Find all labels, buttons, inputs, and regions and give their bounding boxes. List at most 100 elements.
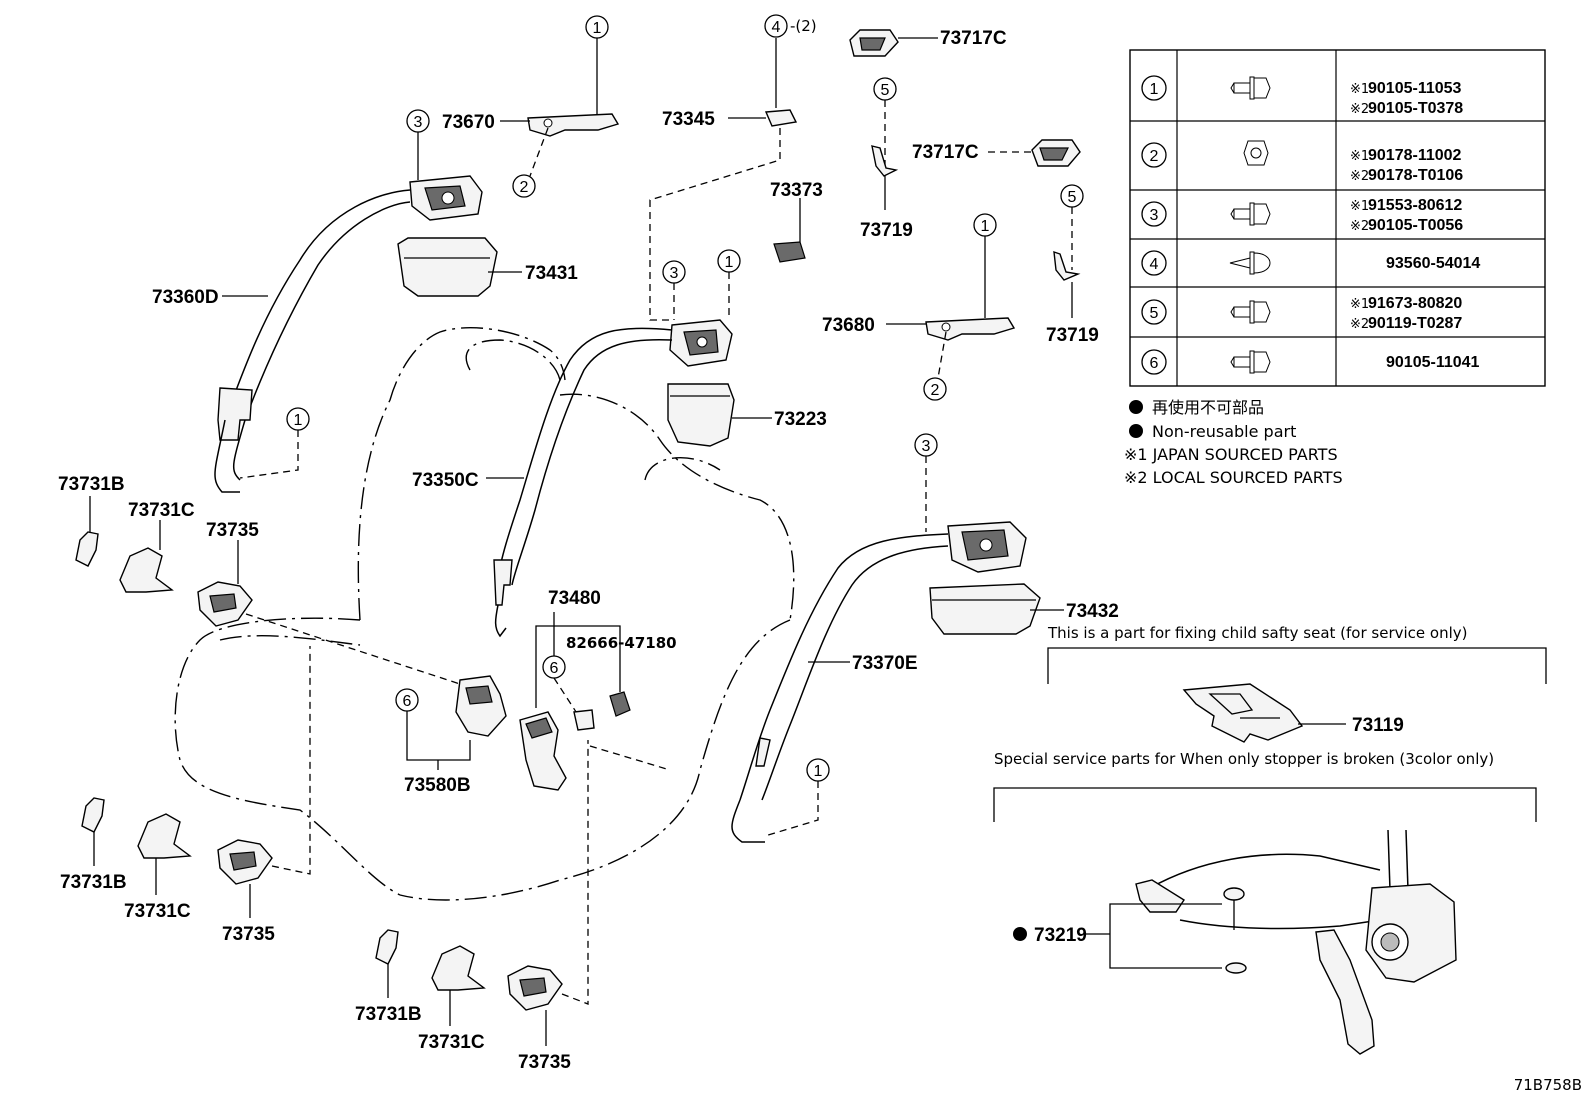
label-73719: 73719 <box>860 220 913 241</box>
label-73345: 73345 <box>662 109 715 130</box>
label-73735: 73735 <box>222 924 275 945</box>
non-reusable-dot-icon <box>1013 927 1027 941</box>
callout-1-text: 1 <box>725 254 734 271</box>
label-73731b: 73731B <box>58 474 125 495</box>
svg-text:※2: ※2 <box>1350 219 1369 234</box>
svg-text:90178-T0106: 90178-T0106 <box>1368 167 1463 184</box>
legend: 再使用不可部品 Non-reusable part ※1 JAPAN SOURC… <box>1124 398 1343 487</box>
label-73717c: 73717C <box>912 142 979 163</box>
label-73731c: 73731C <box>124 901 191 922</box>
svg-text:5: 5 <box>1150 305 1159 322</box>
label-73370e: 73370E <box>852 653 918 674</box>
label-73350c: 73350C <box>412 470 479 491</box>
callout-6-text: 6 <box>403 693 412 710</box>
callout-5-text: 5 <box>881 82 890 99</box>
callout-2 <box>512 174 536 198</box>
callout-3-text: 3 <box>414 114 423 131</box>
nut-icon <box>1243 140 1269 166</box>
label-73731c: 73731C <box>128 500 195 521</box>
table-key-2 <box>1141 142 1167 168</box>
clip-set-1: 73731B 73731C 73735 <box>58 474 259 627</box>
label-73680: 73680 <box>822 315 875 336</box>
non-reusable-dot-icon <box>1129 400 1143 414</box>
callout-circles: 1 3 2 1 4 5 1 5 2 3 1 3 6 <box>286 14 1084 782</box>
svg-text:※2: ※2 <box>1350 317 1369 332</box>
label-73735: 73735 <box>518 1052 571 1073</box>
legend-en: Non-reusable part <box>1152 422 1296 441</box>
seat-outline <box>174 327 795 901</box>
label-82666-47180: 82666-47180 <box>566 634 677 652</box>
svg-text:90105-11041: 90105-11041 <box>1386 354 1480 371</box>
label-73580b: 73580B <box>404 775 471 796</box>
stopper-section: Special service parts for When only stop… <box>993 750 1537 1055</box>
table-key-6 <box>1141 349 1167 375</box>
svg-text:3: 3 <box>1150 207 1159 224</box>
svg-text:※1: ※1 <box>1350 199 1369 214</box>
flange-bolt-icon <box>1230 76 1271 100</box>
svg-text:90178-11002: 90178-11002 <box>1368 147 1462 164</box>
cover-73432: 73432 <box>929 583 1119 635</box>
label-73731c: 73731C <box>418 1032 485 1053</box>
seat-belt-73350c: 73350C <box>412 272 733 638</box>
callout-5-text: 5 <box>1068 189 1077 206</box>
callout-1-text: 1 <box>814 763 823 780</box>
flange-bolt-icon <box>1230 202 1271 226</box>
cover-73431: 73431 <box>397 237 578 297</box>
label-73223: 73223 <box>774 409 827 430</box>
callout-3-text: 3 <box>670 265 679 282</box>
svg-text:6: 6 <box>1150 355 1159 372</box>
callout-2-text: 2 <box>931 382 940 399</box>
cover-73717c-mid: 73717C <box>912 139 1081 167</box>
label-73360d: 73360D <box>152 287 219 308</box>
callout-6-text: 6 <box>550 660 559 677</box>
svg-text:※1: ※1 <box>1350 149 1369 164</box>
svg-text:90105-11053: 90105-11053 <box>1368 80 1462 97</box>
label-73731b: 73731B <box>60 872 127 893</box>
label-73432: 73432 <box>1066 601 1119 622</box>
callout-1-text: 1 <box>593 20 602 37</box>
label-73735: 73735 <box>206 520 259 541</box>
label-73119: 73119 <box>1352 715 1404 736</box>
svg-text:90105-T0056: 90105-T0056 <box>1368 217 1463 234</box>
svg-text:2: 2 <box>1150 148 1159 165</box>
label-73373: 73373 <box>770 180 823 201</box>
svg-text:90119-T0287: 90119-T0287 <box>1368 315 1462 332</box>
seat-belt-73360d: 73360D <box>152 132 483 493</box>
svg-text:91553-80612: 91553-80612 <box>1368 197 1462 214</box>
callout-1-text: 1 <box>294 412 303 429</box>
table-key-5 <box>1141 299 1167 325</box>
label-73431: 73431 <box>525 263 578 284</box>
callout-4-text: 4 <box>772 19 781 36</box>
label-73480: 73480 <box>548 588 601 609</box>
clip-set-2: 73731B 73731C 73735 <box>60 646 311 945</box>
svg-text:90105-T0378: 90105-T0378 <box>1368 100 1463 117</box>
clip-set-3: 73731B 73731C 73735 <box>355 740 589 1073</box>
svg-text:※1: ※1 <box>1350 297 1369 312</box>
legend-jp: 再使用不可部品 <box>1152 398 1264 417</box>
label-73670: 73670 <box>442 112 495 133</box>
table-key-3 <box>1141 201 1167 227</box>
label-73731b: 73731B <box>355 1004 422 1025</box>
cover-73717c-top: 73717C <box>849 28 1007 57</box>
buckle-73480: 73480 82666-47180 <box>519 588 677 791</box>
child-seat-note: This is a part for fixing child safty se… <box>1047 624 1467 642</box>
buckle-73580b: 73580B <box>245 613 507 796</box>
non-reusable-dot-icon <box>1129 424 1143 438</box>
fastener-table: 1 ※1 90105-11053 ※2 90105-T0378 2 ※1 901… <box>1129 49 1546 387</box>
callout-2-text: 2 <box>520 179 529 196</box>
cover-73223: 73223 <box>667 383 827 447</box>
qty-label: -(2) <box>790 17 817 35</box>
svg-text:※1: ※1 <box>1350 82 1369 97</box>
callout-1-text: 1 <box>981 218 990 235</box>
legend-note-1: ※1 JAPAN SOURCED PARTS <box>1124 445 1338 464</box>
diagram-code: 71B758B <box>1514 1076 1582 1094</box>
svg-text:※2: ※2 <box>1350 169 1369 184</box>
flange-bolt-icon <box>1230 350 1271 374</box>
tapping-screw-icon <box>1229 251 1271 275</box>
svg-text:1: 1 <box>1150 81 1159 98</box>
callout-4 <box>764 14 788 38</box>
bracket-73670: 73670 <box>442 38 620 177</box>
label-73719: 73719 <box>1046 325 1099 346</box>
label-73717c: 73717C <box>940 28 1007 49</box>
